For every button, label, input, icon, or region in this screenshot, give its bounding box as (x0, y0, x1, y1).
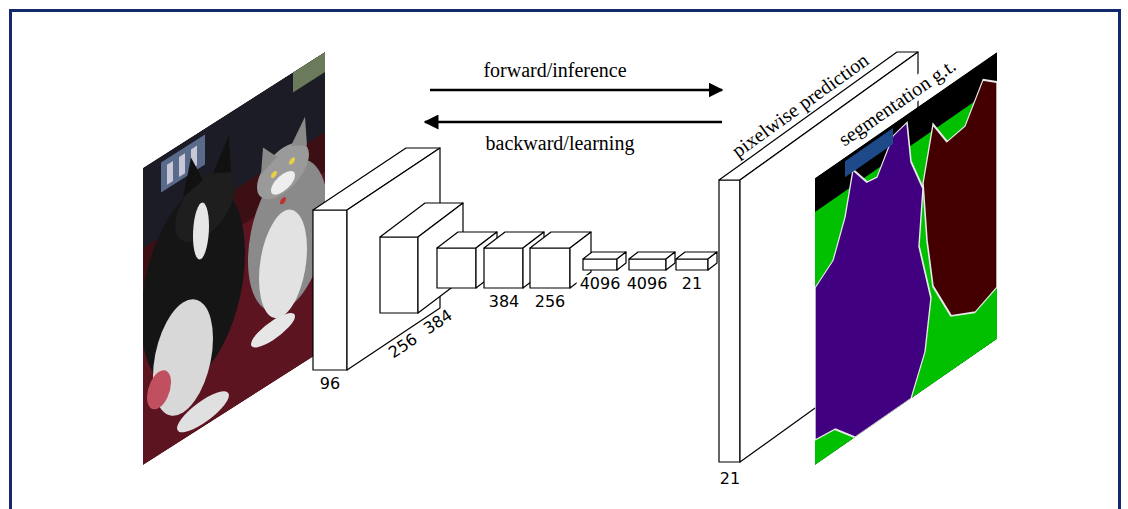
input-photo-part-part (167, 161, 173, 185)
input-photo-part-part (213, 134, 231, 183)
input-photo-part-part (251, 306, 295, 354)
layer-box-part (629, 259, 666, 270)
layer-size: 384 (486, 293, 523, 311)
layer-size: 256 (383, 329, 423, 364)
segmentation-image-part (815, 52, 997, 465)
forward-arrow (430, 89, 722, 92)
input-photo-part-part (183, 150, 203, 198)
input-photo-part-part (177, 383, 229, 440)
segmentation-image-part-part (815, 52, 997, 465)
input-photo-part-part (271, 166, 295, 199)
layer-size: 384 (418, 305, 458, 340)
layer-box-part (708, 252, 717, 270)
layer-box-part (530, 248, 570, 288)
layer-size: 21 (717, 470, 743, 488)
input-photo-part-part (259, 197, 307, 332)
layer-box-part (617, 252, 626, 270)
segmentation-image-part-part (923, 70, 997, 348)
segmentation-image-part-part (815, 106, 931, 465)
prediction-plane-part (719, 180, 740, 462)
segmentation-image (815, 52, 997, 465)
layer-size: 256 (532, 293, 569, 311)
input-photo-part-part (280, 196, 286, 206)
input-photo-part-part (289, 156, 295, 166)
input-photo-part-part (271, 170, 277, 180)
input-photo-part-part (291, 116, 307, 156)
layer-box (583, 252, 626, 270)
arrow-label: backward/learning (483, 132, 638, 154)
input-photo-part-part (193, 198, 209, 264)
layer-box-part (666, 252, 675, 270)
frame-border (11, 11, 1120, 509)
input-photo-part (143, 52, 325, 465)
layer-box-part (583, 259, 617, 270)
layer-box-part (437, 248, 476, 288)
input-photo-part-part (179, 153, 185, 177)
input-photo-part-part (147, 364, 171, 415)
layer-box-part (484, 248, 523, 288)
layer-box (629, 252, 675, 270)
layer-size: 96 (317, 375, 343, 393)
input-photo-part-part (293, 52, 325, 92)
layer-box (676, 252, 717, 270)
input-photo (141, 50, 328, 466)
layer-box-part (676, 259, 708, 270)
layer-size: 21 (679, 275, 705, 293)
input-photo-part-part (261, 139, 277, 175)
layer-box-part (380, 237, 418, 313)
layer-size: 4096 (577, 275, 624, 293)
backward-arrow (425, 121, 722, 124)
layer-box-part (313, 210, 347, 370)
layer-size: 4096 (624, 275, 671, 293)
arrow-label: forward/inference (480, 59, 629, 81)
